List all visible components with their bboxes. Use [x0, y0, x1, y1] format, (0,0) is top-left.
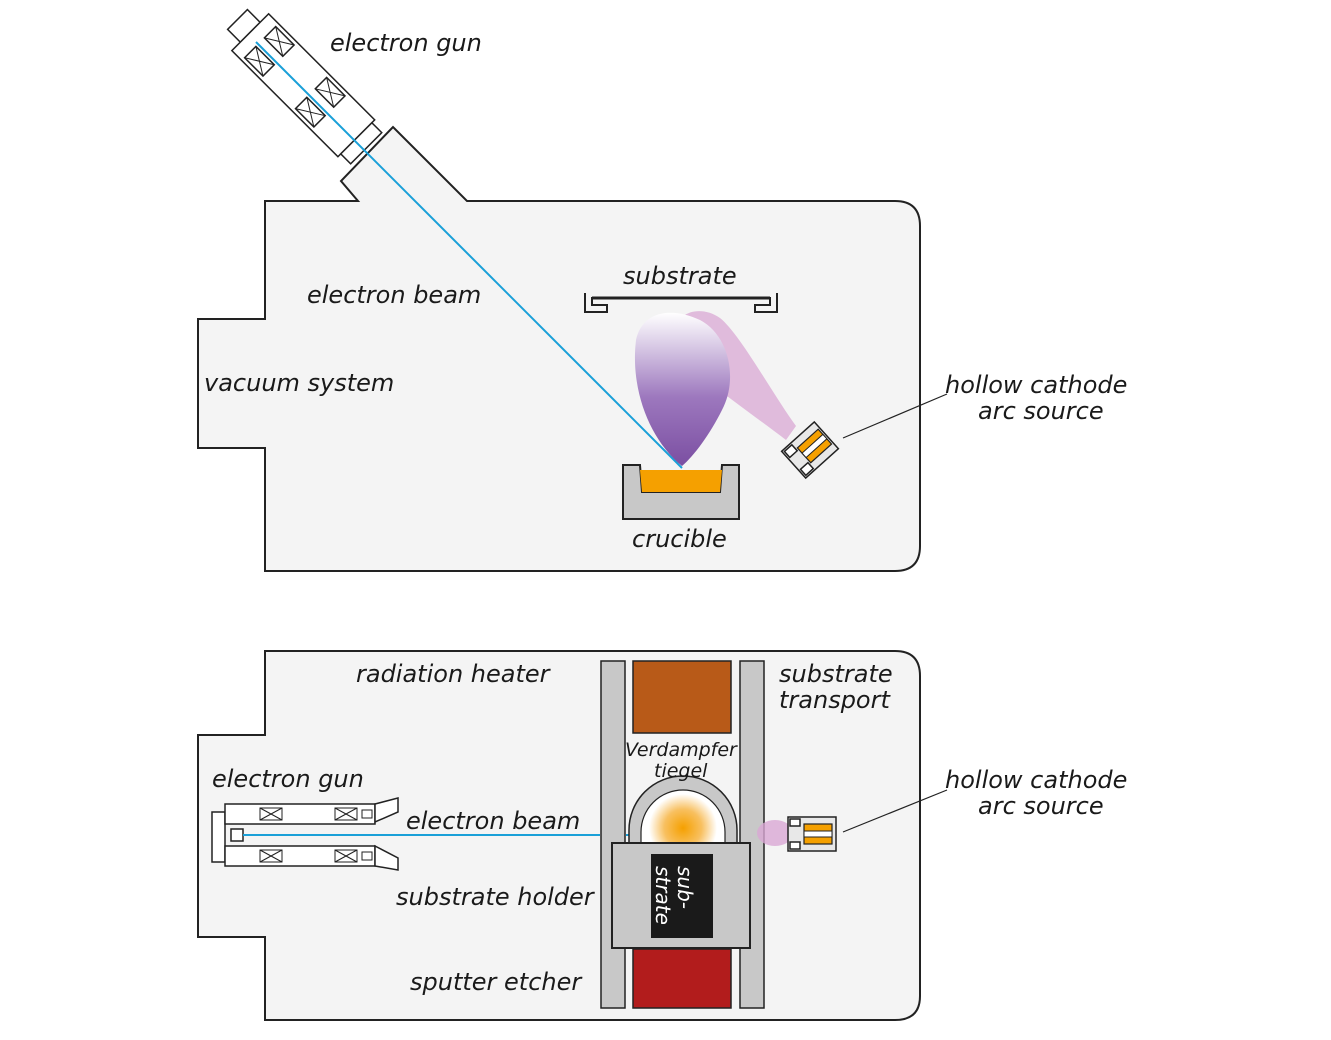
- bottom-transport-rail-left: [600, 660, 626, 1009]
- bottom-label-substrate-transport-1: substrate: [779, 660, 893, 688]
- top-hollow-cathode-source: [780, 420, 840, 480]
- bottom-substrate-text-1: sub-: [673, 866, 697, 909]
- bottom-label-electron-beam: electron beam: [406, 807, 580, 835]
- bottom-hollow-cathode-leader: [842, 789, 948, 833]
- bottom-label-electron-gun: electron gun: [212, 765, 364, 793]
- top-vacuum-chamber: [197, 125, 921, 572]
- top-label-vacuum-system: vacuum system: [204, 369, 394, 397]
- bottom-hollow-cathode-source: [787, 816, 837, 852]
- bottom-label-hollow-cathode-1: hollow cathode: [945, 766, 1127, 794]
- bottom-substrate: [651, 854, 713, 938]
- top-electron-beam-line: [255, 41, 683, 469]
- bottom-diagram: sub- strate radiation heater substrate t…: [197, 650, 1127, 1021]
- top-label-substrate: substrate: [623, 262, 737, 290]
- top-electron-gun: [226, 8, 383, 165]
- bottom-label-verdampfer-2: tiegel: [654, 760, 708, 782]
- top-label-electron-gun: electron gun: [330, 29, 482, 57]
- top-label-crucible: crucible: [632, 525, 727, 553]
- bottom-label-radiation-heater: radiation heater: [356, 660, 552, 688]
- top-label-electron-beam: electron beam: [307, 281, 481, 309]
- top-hollow-cathode-leader: [842, 393, 948, 439]
- bottom-radiation-heater: [632, 660, 732, 734]
- bottom-label-verdampfer-1: Verdampfer: [625, 739, 738, 761]
- bottom-pink-plasma: [757, 820, 793, 846]
- top-purple-plume: [634, 312, 731, 466]
- top-diagram: electron gun electron beam vacuum system…: [197, 8, 1127, 572]
- bottom-label-hollow-cathode-2: arc source: [978, 792, 1104, 820]
- bottom-sputter-etcher: [632, 948, 732, 1009]
- bottom-label-substrate-transport-2: transport: [779, 686, 891, 714]
- top-melt: [640, 470, 722, 492]
- bottom-label-substrate-holder: substrate holder: [396, 883, 596, 911]
- top-label-hollow-cathode-1: hollow cathode: [945, 371, 1127, 399]
- bottom-substrate-text-2: strate: [651, 866, 675, 925]
- top-label-hollow-cathode-2: arc source: [978, 397, 1104, 425]
- bottom-label-sputter-etcher: sputter etcher: [410, 968, 583, 996]
- bottom-substrate-text: sub- strate: [651, 866, 697, 925]
- bottom-electron-gun: [211, 797, 399, 871]
